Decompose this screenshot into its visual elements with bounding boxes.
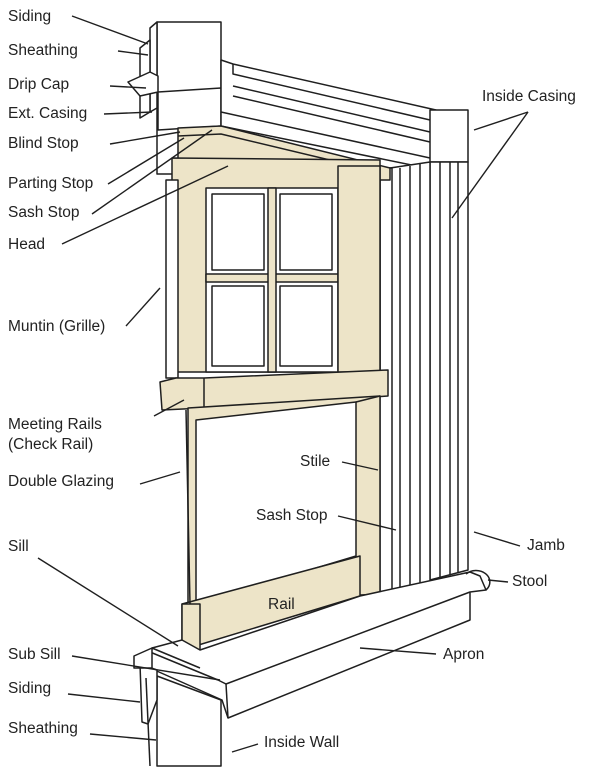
leader-lines — [37, 15, 529, 753]
upper-sash — [165, 157, 381, 379]
label-sash-stop-top: Sash Stop — [8, 204, 80, 221]
label-meeting-rails: Meeting Rails — [8, 416, 102, 433]
label-inside-wall: Inside Wall — [264, 734, 340, 751]
label-stool: Stool — [512, 573, 548, 590]
sill-stool-apron — [149, 569, 491, 719]
label-check-rail: (Check Rail) — [8, 436, 94, 453]
inside-casing-vertical — [429, 161, 469, 581]
meeting-rail-shape — [159, 369, 389, 411]
head-casing-shape — [220, 59, 469, 171]
label-sash-stop-mid: Sash Stop — [256, 507, 328, 524]
label-drip-cap: Drip Cap — [8, 76, 70, 93]
label-parting-stop: Parting Stop — [8, 175, 94, 192]
label-rail: Rail — [268, 596, 295, 613]
label-siding-bottom: Siding — [8, 680, 52, 697]
label-inside-casing: Inside Casing — [482, 88, 576, 105]
label-siding-top: Siding — [8, 8, 52, 25]
exterior-wall-bottom — [133, 647, 222, 767]
label-muntin: Muntin (Grille) — [8, 318, 106, 335]
label-ext-casing: Ext. Casing — [8, 105, 88, 122]
glazing-edge — [185, 409, 191, 605]
label-double-glazing: Double Glazing — [8, 473, 114, 490]
lower-sash — [181, 395, 381, 651]
label-sub-sill: Sub Sill — [8, 646, 61, 663]
label-blind-stop: Blind Stop — [8, 135, 79, 152]
label-head: Head — [8, 236, 46, 253]
label-stile: Stile — [300, 453, 331, 470]
label-sheathing-top: Sheathing — [8, 42, 78, 59]
label-sheathing-bottom: Sheathing — [8, 720, 78, 737]
label-apron: Apron — [443, 646, 485, 663]
label-sill: Sill — [8, 538, 29, 555]
label-jamb: Jamb — [527, 537, 565, 554]
